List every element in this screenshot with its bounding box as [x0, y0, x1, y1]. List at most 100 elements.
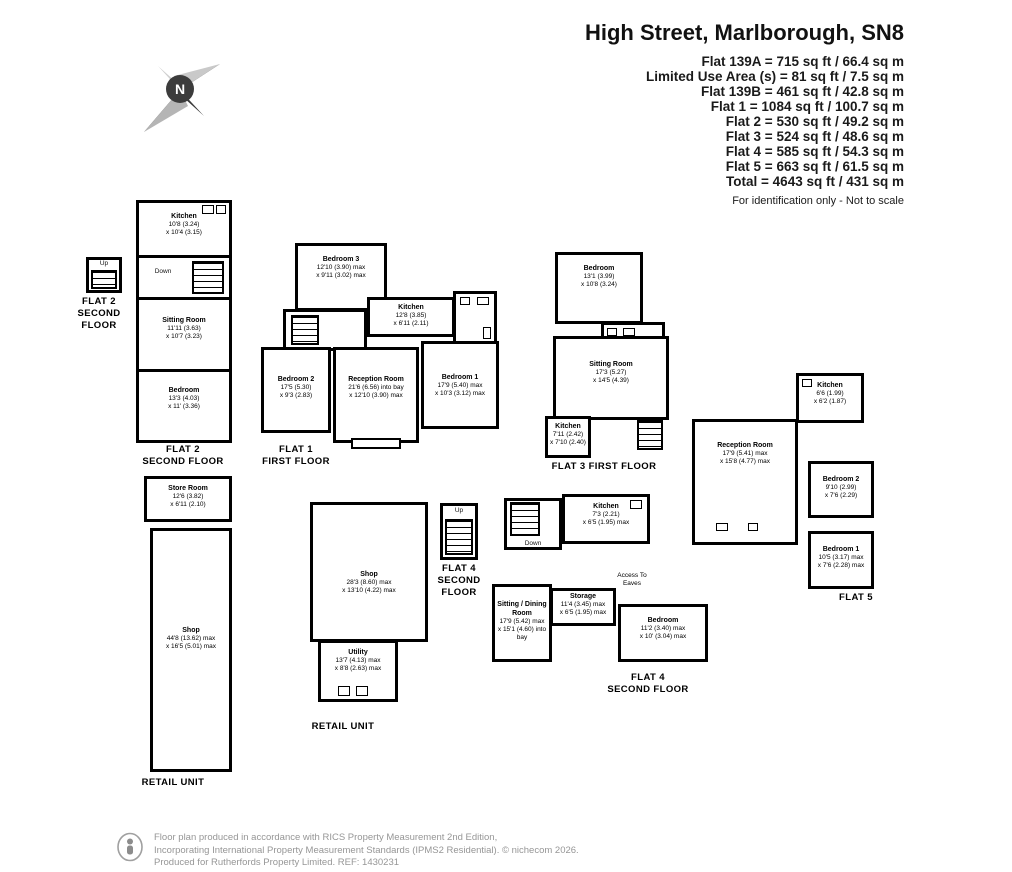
stairs-icon: [192, 261, 224, 294]
room-name: Bedroom 2: [822, 476, 860, 483]
room-dim: 17'9 (5.42) max: [499, 618, 545, 626]
room-dim: x 10'4 (3.15): [166, 229, 202, 237]
plan-flat2: Down Kitchen 10'8 (3.24) x 10'4 (3.15) S…: [136, 200, 232, 443]
room-name: Bedroom: [583, 265, 615, 272]
bathroom-fixture-icon: [748, 523, 758, 531]
caption-flat2: FLAT 2 SECOND FLOOR: [133, 444, 233, 468]
room-name: Reception Room: [348, 376, 404, 383]
page-title: High Street, Marlborough, SN8: [584, 20, 904, 45]
stairs-down-label: Down: [524, 540, 542, 547]
caption-flat2-landing: FLAT 2 SECOND FLOOR: [68, 296, 130, 332]
caption-flat5: FLAT 5: [816, 592, 896, 604]
area-line: Limited Use Area (s) = 81 sq ft / 7.5 sq…: [646, 69, 904, 84]
caption-line: FLAT 2: [166, 444, 200, 455]
plan-flat2-landing: Up: [86, 257, 122, 293]
room-bedroom: [555, 252, 643, 324]
room-bedroom: [618, 604, 708, 662]
room-storage: [550, 588, 616, 626]
room-dim: x 10' (3.04) max: [639, 633, 687, 641]
caption-flat3: FLAT 3 FIRST FLOOR: [543, 461, 665, 473]
room-label-bedroom: Bedroom 13'1 (3.99) x 10'8 (3.24): [555, 264, 643, 289]
room-dim: x 9'3 (2.83): [279, 392, 313, 400]
area-line: Flat 2 = 530 sq ft / 49.2 sq m: [725, 114, 904, 129]
room-store-room: [144, 476, 232, 522]
appliance-icon: [356, 686, 368, 696]
room-dim: 7'3 (2.21): [592, 511, 620, 519]
room-dim: 11'4 (3.45) max: [560, 601, 606, 609]
room-dim: x 10'3 (3.12) max: [434, 390, 485, 398]
room-dim: x 14'5 (4.39): [593, 377, 629, 385]
room-dim: 9'10 (2.99): [825, 484, 857, 492]
room-dim: x 8'8 (2.63) max: [334, 665, 382, 673]
caption-line: FLAT 1: [279, 444, 313, 455]
room-dim: x 15'8 (4.77) max: [719, 458, 770, 466]
caption-line: SECOND FLOOR: [607, 683, 689, 695]
plan-retail-mid: Shop 28'3 (8.60) max x 13'10 (4.22) max …: [308, 498, 432, 712]
room-label-bedroom3: Bedroom 3 12'10 (3.90) max x 9'11 (3.02)…: [295, 255, 387, 280]
caption-flat4-landing: FLAT 4 SECOND FLOOR: [428, 563, 490, 599]
caption-line: SECOND FLOOR: [142, 455, 224, 467]
bathroom-fixture-icon: [716, 523, 728, 531]
room-label-reception: Reception Room 17'9 (5.41) max x 15'8 (4…: [692, 441, 798, 466]
room-label-kitchen: Kitchen 10'8 (3.24) x 10'4 (3.15): [136, 212, 232, 237]
room-dim: 11'2 (3.40) max: [640, 625, 686, 633]
plan-flat5: Kitchen 6'6 (1.99) x 6'2 (1.87) Receptio…: [690, 373, 882, 596]
room-dim: 10'5 (3.17) max: [818, 554, 864, 562]
room-dim: 28'3 (8.60) max: [346, 579, 392, 587]
bathroom-fixture-icon: [623, 328, 635, 336]
room-dim: 6'6 (1.99): [816, 390, 844, 398]
room-dim: 17'9 (5.41) max: [722, 450, 768, 458]
header: High Street, Marlborough, SN8 Flat 139A …: [585, 20, 904, 207]
caption-line: RETAIL UNIT: [141, 777, 205, 788]
room-reception: [692, 419, 798, 545]
caption-flat1: FLAT 1 FIRST FLOOR: [256, 444, 336, 468]
area-line: Flat 1 = 1084 sq ft / 100.7 sq m: [710, 99, 904, 114]
appliance-icon: [216, 205, 226, 214]
area-line: Flat 4 = 585 sq ft / 54.3 sq m: [725, 144, 904, 159]
room-dim: x 12'10 (3.90) max: [349, 392, 403, 400]
room-sitting-dining: [492, 584, 552, 662]
caption-line: SECOND: [77, 307, 121, 319]
room-name: Utility: [348, 649, 368, 656]
room-sitting-room: [553, 336, 669, 420]
footer-line: Produced for Rutherfords Property Limite…: [154, 857, 400, 868]
access-to-eaves-label: Access To Eaves: [602, 572, 662, 588]
area-line: Total = 4643 sq ft / 431 sq m: [726, 174, 904, 189]
footer-line: Incorporating International Property Mea…: [154, 844, 579, 856]
area-line: Flat 5 = 663 sq ft / 61.5 sq m: [725, 159, 904, 174]
room-label-utility: Utility 13'7 (4.13) max x 8'8 (2.63) max: [318, 648, 398, 673]
room-dim: 11'11 (3.63): [167, 325, 201, 333]
room-dim: x 10'8 (3.24): [581, 281, 617, 289]
caption-line: SECOND: [437, 574, 481, 586]
room-dim: x 7'6 (2.29): [824, 492, 858, 500]
room-dim: x 16'5 (5.01) max: [165, 643, 216, 651]
room-name: Bedroom 1: [822, 546, 860, 553]
caption-retail-left: RETAIL UNIT: [122, 777, 224, 789]
room-dim: 17'3 (5.27): [595, 369, 627, 377]
footer-text: Floor plan produced in accordance with R…: [154, 832, 579, 870]
plan-flat4-landing: Up: [440, 503, 478, 560]
room-bedroom1: [421, 341, 499, 429]
room-label-storage: Storage 11'4 (3.45) max x 6'5 (1.95) max: [550, 592, 616, 617]
stairs-icon: [291, 315, 319, 345]
room-dim: 12'8 (3.85): [395, 312, 427, 320]
caption-line: FLOOR: [81, 319, 117, 331]
caption-line: FLAT 2: [82, 296, 116, 307]
room-dim: x 10'7 (3.23): [166, 333, 202, 341]
room-bedroom: [136, 369, 232, 443]
compass-rose-icon: N: [144, 64, 220, 132]
room-dim: 13'3 (4.03): [168, 395, 200, 403]
room-label-bedroom2: Bedroom 2 17'5 (5.30) x 9'3 (2.83): [261, 375, 331, 400]
room-name: Bedroom: [168, 387, 200, 394]
plan-retail-left: Store Room 12'6 (3.82) x 6'11 (2.10) Sho…: [136, 474, 236, 776]
room-bedroom1: [808, 531, 874, 589]
room-label-sitting-room: Sitting Room 17'3 (5.27) x 14'5 (4.39): [553, 360, 669, 385]
room-dim: x 6'2 (1.87): [813, 398, 847, 406]
room-name: Shop: [182, 627, 200, 634]
room-name: Kitchen: [171, 213, 197, 220]
caption-line: RETAIL UNIT: [311, 721, 375, 732]
room-name: Kitchen: [398, 304, 424, 311]
stairs-icon: [91, 270, 117, 289]
room-dim: 7'11 (2.42): [552, 431, 584, 439]
